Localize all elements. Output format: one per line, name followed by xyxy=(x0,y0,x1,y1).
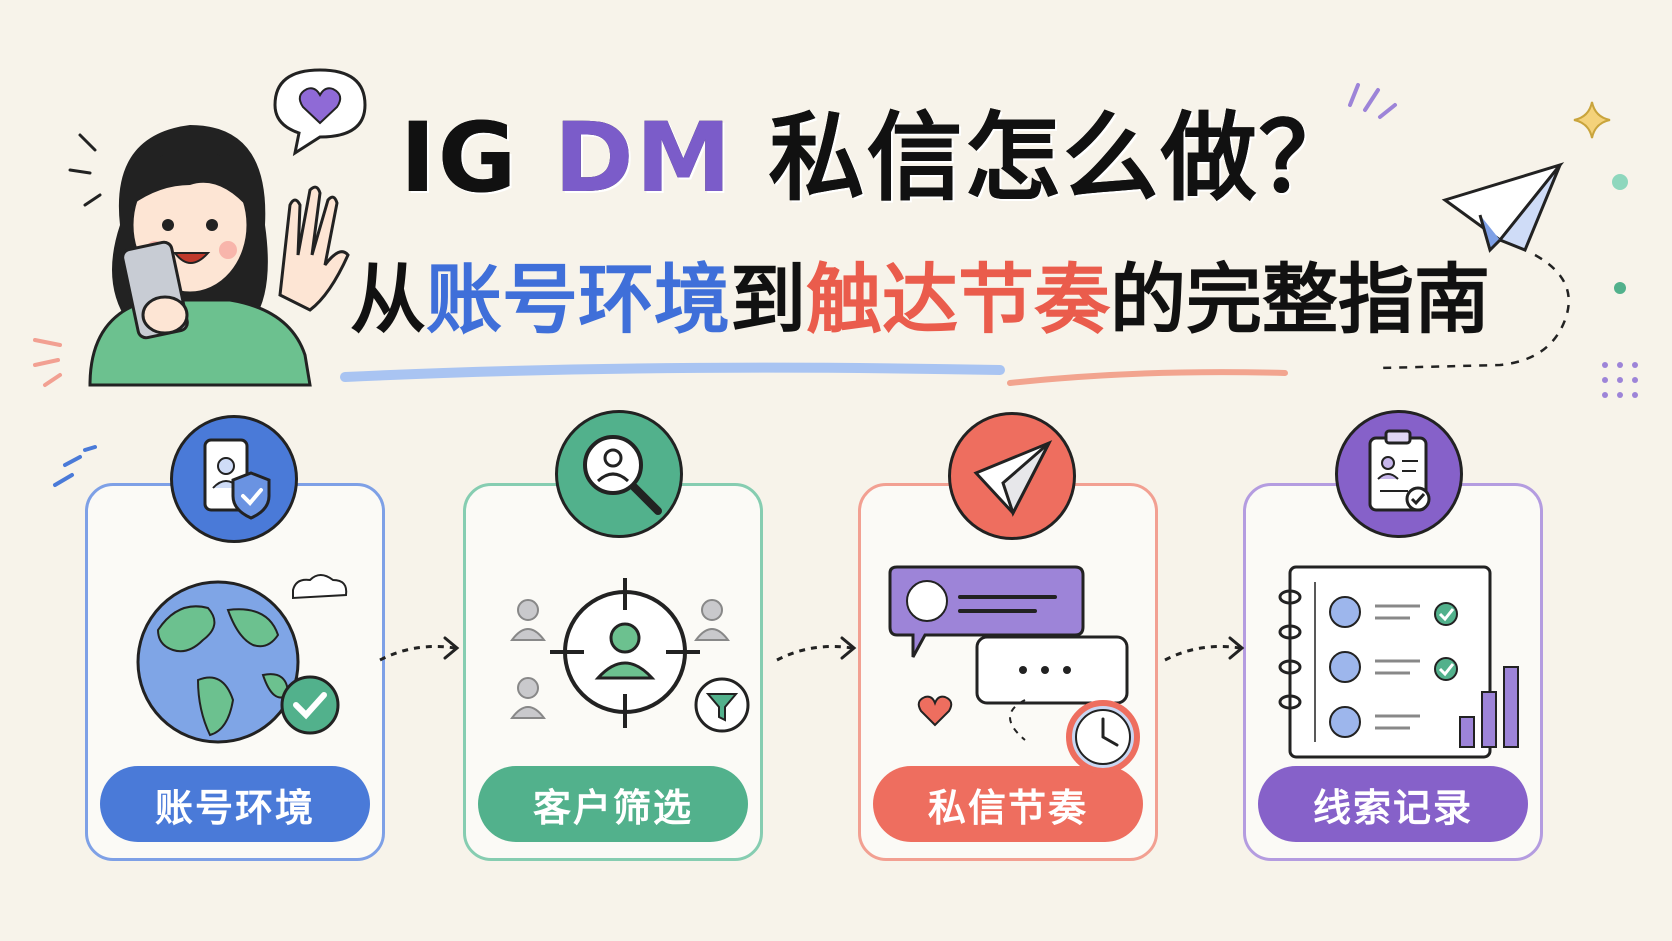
clipboard-icon xyxy=(1368,429,1431,512)
step-card-filter: 客户筛选 xyxy=(463,483,763,861)
globe-icon xyxy=(136,574,348,744)
title-text: IG xyxy=(400,102,554,214)
sparkle-icon xyxy=(1573,101,1611,139)
target-users-icon xyxy=(510,578,750,733)
dot-grid-icon xyxy=(1602,362,1638,398)
arrow-right-icon xyxy=(1164,636,1245,662)
notebook-checklist-icon xyxy=(1278,565,1519,759)
step-label-records: 线索记录 xyxy=(1258,766,1528,842)
decor-lines-icon xyxy=(33,338,62,387)
chat-bubbles-icon xyxy=(888,565,1140,774)
step-label-account: 账号环境 xyxy=(100,766,370,842)
page-subtitle: 从账号环境到触达节奏的完整指南 xyxy=(350,262,1490,338)
arrow-right-icon xyxy=(776,636,857,662)
step-label-filter: 客户筛选 xyxy=(478,766,748,842)
page-title: IG DM 私信怎么做？ xyxy=(400,110,1357,206)
underline-decor xyxy=(340,362,1288,386)
title-text: 私信怎么做？ xyxy=(733,102,1357,214)
step-label-rhythm: 私信节奏 xyxy=(873,766,1143,842)
subtitle-text: 到 xyxy=(730,255,806,344)
subtitle-text: 从 xyxy=(350,255,426,344)
paper-plane-badge xyxy=(948,412,1076,540)
girl-illustration xyxy=(68,125,350,387)
search-user-badge xyxy=(555,410,683,538)
heart-bubble-icon xyxy=(273,68,367,157)
title-highlight: DM xyxy=(553,102,734,214)
paper-plane-icon xyxy=(973,440,1053,517)
subtitle-highlight-red: 触达节奏 xyxy=(806,255,1110,344)
decor-lines-icon xyxy=(53,445,97,487)
decor-lines-icon xyxy=(1348,83,1397,119)
search-user-icon xyxy=(583,435,662,515)
subtitle-text: 的完整指南 xyxy=(1110,255,1490,344)
paper-plane-icon xyxy=(1379,162,1570,370)
clipboard-badge xyxy=(1335,410,1463,538)
arrow-right-icon xyxy=(379,636,460,662)
phone-shield-icon xyxy=(203,438,271,520)
dot-icon xyxy=(1612,174,1628,190)
phone-shield-badge xyxy=(170,415,298,543)
dot-icon xyxy=(1614,282,1626,294)
subtitle-highlight-blue: 账号环境 xyxy=(426,255,730,344)
